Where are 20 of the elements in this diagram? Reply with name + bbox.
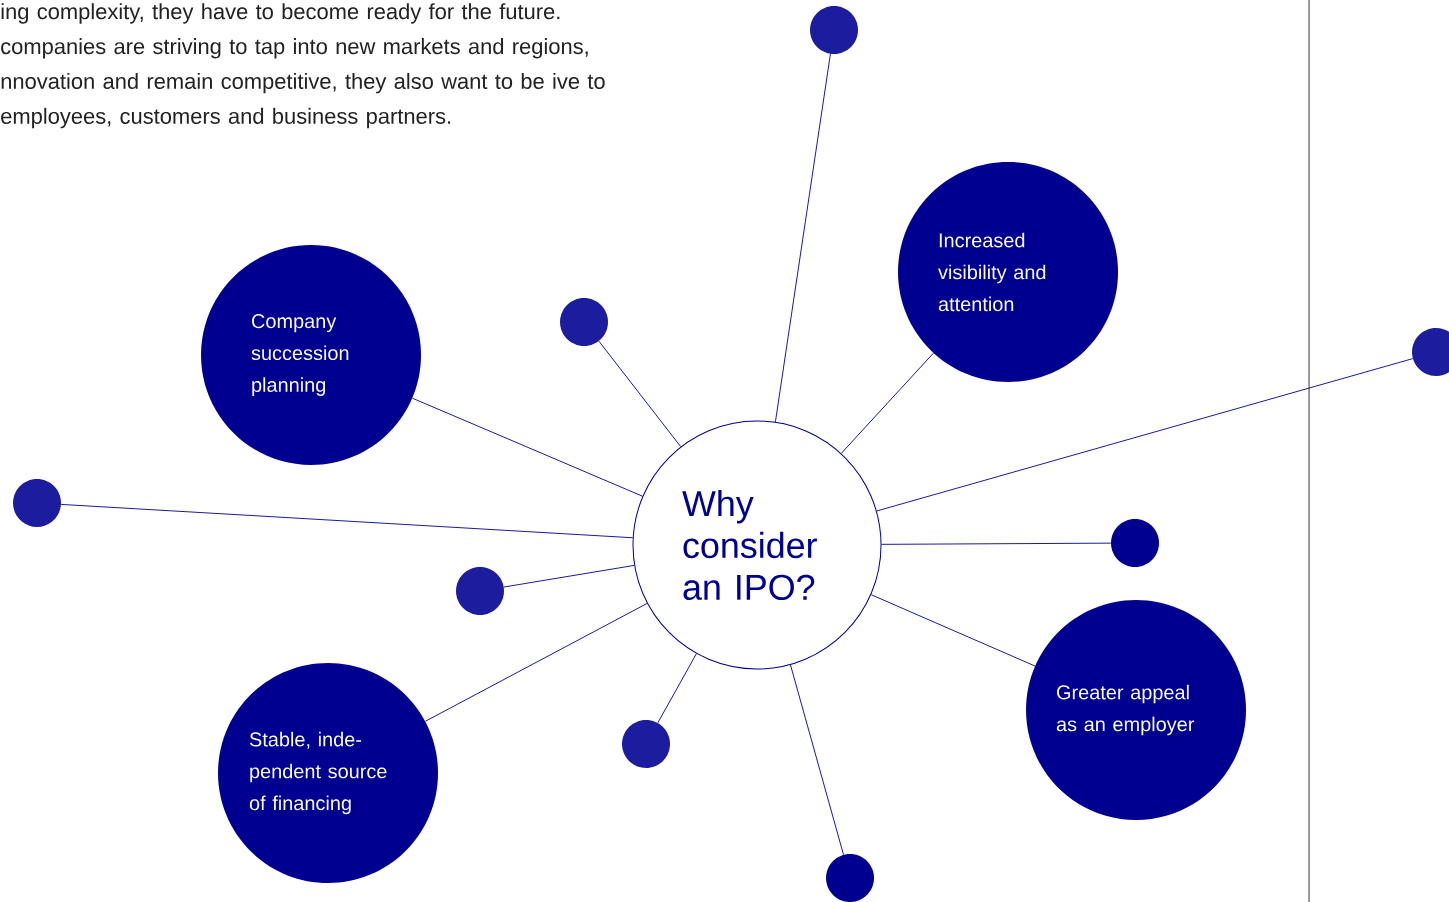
connector-line: [657, 653, 697, 724]
dot: [826, 854, 874, 902]
connector-line: [598, 340, 682, 448]
connector-line: [790, 664, 844, 856]
connector-line: [870, 594, 1036, 667]
connector-line: [881, 542, 1112, 545]
dot: [622, 720, 670, 768]
dot: [456, 567, 504, 615]
connector-line: [774, 53, 831, 423]
dot: [13, 479, 61, 527]
dot: [560, 298, 608, 346]
connector-line: [840, 352, 934, 454]
dot: [810, 6, 858, 54]
connector-line: [411, 397, 643, 497]
connector-line: [424, 603, 648, 722]
connector-line: [876, 358, 1414, 512]
intro-paragraph: ing complexity, they have to become ready for the future. companies are striving to tap into new markets and regions, nnovation and remain competitive, they also want to be ive to employees, customers and business partners.: [1, 3, 605, 129]
connector-line: [60, 503, 634, 539]
dot: [1111, 519, 1159, 567]
connector-line: [503, 564, 635, 588]
